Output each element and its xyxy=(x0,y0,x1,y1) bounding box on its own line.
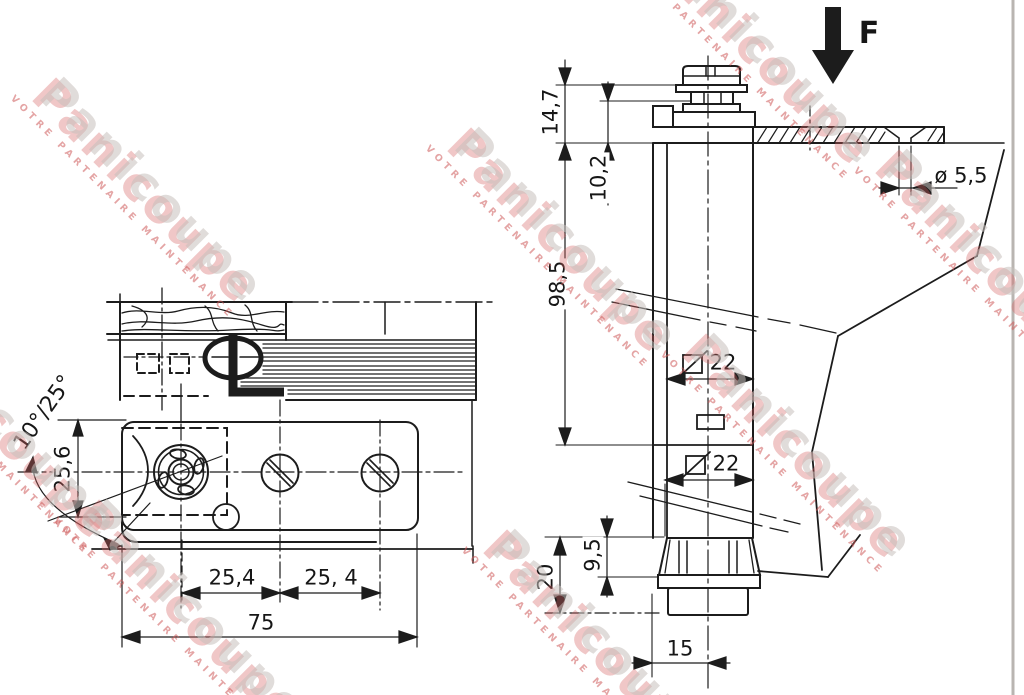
force-arrow-icon xyxy=(812,7,854,84)
left-view-plate xyxy=(17,399,474,611)
dim-pocket-depth-label: 25,6 xyxy=(50,443,75,495)
break-lines xyxy=(611,288,837,533)
centerline-symbol-icon xyxy=(202,335,284,397)
door-leaf-outline xyxy=(757,149,1005,578)
dim-collar-height-label: 10,2 xyxy=(586,152,611,204)
section-stripes xyxy=(240,343,476,395)
dim-shaft-length-label: 98,5 xyxy=(545,258,570,310)
dim-tip-width-label: 15 xyxy=(666,636,694,661)
square-section-symbol xyxy=(678,350,708,378)
square-section-symbol xyxy=(681,451,711,479)
dim-tip-height-label: 20 xyxy=(533,561,558,593)
dim-square-top-label: 22 xyxy=(709,350,737,375)
spindle-foot xyxy=(657,537,762,616)
left-view-top-strip xyxy=(106,287,493,423)
dim-square-bottom-label: 22 xyxy=(712,451,740,476)
adjusting-screw-head xyxy=(652,65,756,128)
left-view-dimensions xyxy=(25,417,419,648)
dim-hole-spacing-a-label: 25,4 xyxy=(208,565,256,590)
dim-hole-spacing-b-label: 25, 4 xyxy=(304,565,358,590)
right-view-dimensions xyxy=(544,59,958,678)
hatching xyxy=(756,126,945,144)
right-view-spindle xyxy=(544,7,1005,689)
dim-total-width-label: 75 xyxy=(247,610,275,635)
force-label: F xyxy=(858,16,880,51)
dim-head-height-label: 14,7 xyxy=(538,86,563,138)
mounting-plate xyxy=(652,105,1005,151)
dim-knurl-height-label: 9,5 xyxy=(580,536,605,574)
wood-grain-texture xyxy=(121,304,285,332)
dim-hole-diameter-label: ø 5,5 xyxy=(934,163,988,188)
